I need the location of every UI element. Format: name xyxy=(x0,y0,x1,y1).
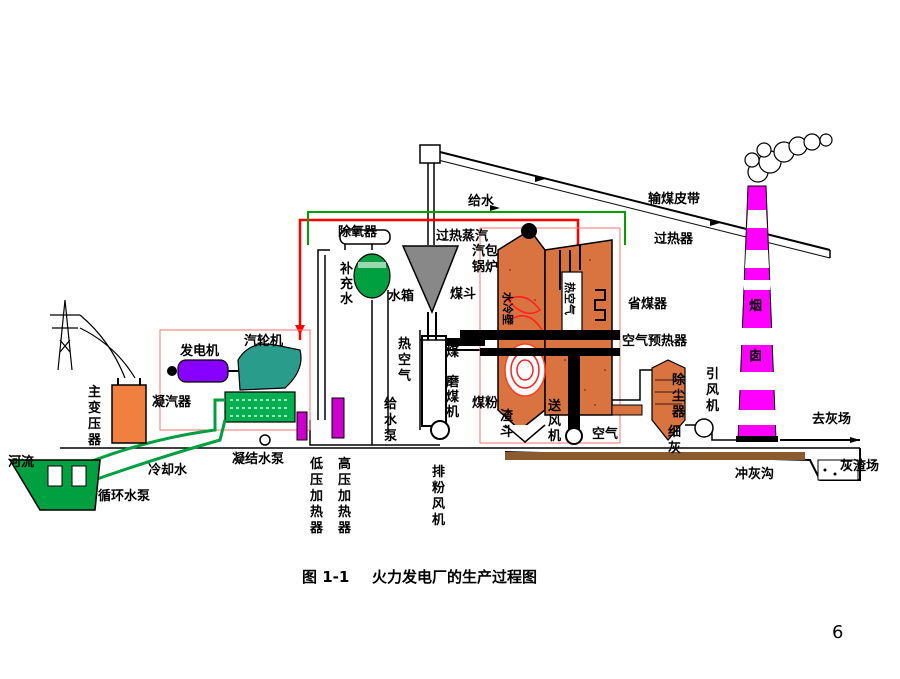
label-slag-1: 渣 xyxy=(500,408,514,424)
label-main-transformer-2: 变 xyxy=(88,400,101,416)
turbine-hall-frame xyxy=(159,329,311,431)
label-superheated-steam: 过热蒸汽 xyxy=(436,228,488,244)
main-transformer xyxy=(111,378,147,444)
label-id-fan-1: 引 xyxy=(706,367,719,382)
generator xyxy=(167,359,238,383)
feedwater-line xyxy=(307,205,626,245)
label-circ-pump: 循环水泵 xyxy=(98,488,150,504)
label-generator: 发电机 xyxy=(179,343,219,359)
lp-heater xyxy=(296,411,308,441)
label-fd-fan-2: 风 xyxy=(548,414,561,429)
label-main-transformer-3: 压 xyxy=(88,417,101,432)
label-hp-heater-4: 热 xyxy=(338,504,351,520)
label-coal-hopper: 煤斗 xyxy=(450,286,476,302)
label-ash-yard: 灰渣场 xyxy=(840,458,879,474)
label-lp-heater-1: 低 xyxy=(309,456,323,472)
caption-figure-number: 图 1-1 xyxy=(302,568,349,586)
label-exhauster-3: 风 xyxy=(432,497,445,512)
fan-icon xyxy=(565,427,583,445)
turbine xyxy=(237,343,302,391)
ash-channel xyxy=(504,437,861,481)
label-cooling-water: 冷却水 xyxy=(148,462,188,478)
label-ash-channel: 冲灰沟 xyxy=(735,466,774,482)
label-lp-heater-4: 热 xyxy=(310,504,323,520)
label-precipitator-1: 除 xyxy=(672,372,686,388)
label-hp-heater-5: 器 xyxy=(337,521,352,536)
label-boiler: 锅炉 xyxy=(472,259,498,275)
id-fan xyxy=(685,418,736,441)
label-hot-air-3: 气 xyxy=(398,368,411,384)
label-deaerator: 除氧器 xyxy=(338,224,378,240)
label-slag-2: 斗 xyxy=(500,425,513,440)
label-fd-fan-1: 送 xyxy=(547,398,562,414)
label-exhauster-1: 排 xyxy=(432,464,445,480)
label-feed-pump-2: 水 xyxy=(384,412,398,428)
label-exhauster-2: 粉 xyxy=(432,480,445,496)
label-air: 空气 xyxy=(592,426,618,442)
label-makeup-water-1: 补 xyxy=(339,261,353,277)
label-economizer: 省煤器 xyxy=(627,296,668,312)
label-precipitator-3: 器 xyxy=(671,405,686,420)
coal-mill xyxy=(421,335,480,440)
label-lp-heater-3: 加 xyxy=(309,489,323,504)
smoke-icon xyxy=(744,133,833,183)
transmission-tower xyxy=(50,299,136,379)
chimney xyxy=(736,133,833,442)
flame-icon xyxy=(504,295,546,397)
label-exhauster-4: 机 xyxy=(432,512,445,528)
label-main-transformer-1: 主 xyxy=(88,384,101,400)
label-coal: 煤 xyxy=(446,344,459,360)
label-pulverized-coal: 煤粉 xyxy=(472,395,498,411)
label-mill-1: 磨 xyxy=(446,374,459,390)
hp-heater xyxy=(331,397,345,439)
label-feedwater: 给水 xyxy=(468,193,495,209)
label-makeup-water-2: 充 xyxy=(340,276,353,292)
label-chimney-1: 烟 xyxy=(749,299,762,314)
boiler xyxy=(445,223,621,445)
label-main-transformer-4: 器 xyxy=(87,433,102,448)
label-hp-heater-2: 压 xyxy=(338,473,351,488)
label-turbine: 汽轮机 xyxy=(244,333,283,349)
condenser xyxy=(224,391,296,446)
label-hp-heater-1: 高 xyxy=(338,456,351,472)
label-precipitator-2: 尘 xyxy=(672,388,685,404)
precipitator xyxy=(651,359,686,441)
label-drum: 汽包 xyxy=(472,243,498,259)
label-fly-ash-1: 细 xyxy=(668,424,681,440)
label-air-preheater: 空气预热器 xyxy=(622,333,688,349)
label-id-fan-3: 机 xyxy=(706,398,719,414)
label-chimney-2: 囱 xyxy=(749,348,762,364)
label-fd-fan-3: 机 xyxy=(548,428,561,444)
label-water-tank: 水箱 xyxy=(388,288,414,304)
label-makeup-water-3: 水 xyxy=(340,291,354,307)
label-id-fan-2: 风 xyxy=(706,383,719,398)
label-lp-heater-5: 器 xyxy=(309,521,324,536)
label-superheater: 过热器 xyxy=(654,231,694,247)
page-number: 6 xyxy=(832,622,843,643)
label-feed-pump-3: 泵 xyxy=(384,429,397,444)
label-lp-heater-2: 压 xyxy=(310,473,323,488)
label-hot-air-box: 热空气 xyxy=(563,282,577,315)
river xyxy=(8,459,101,511)
label-hot-air-2: 空 xyxy=(398,352,411,368)
label-hp-heater-3: 加 xyxy=(337,489,351,504)
drum-icon xyxy=(521,223,537,239)
label-river: 河流 xyxy=(8,454,34,470)
label-hot-air-1: 热 xyxy=(398,336,411,352)
label-mill-3: 机 xyxy=(446,404,459,420)
label-feed-pump-1: 给 xyxy=(384,396,397,412)
deaerator xyxy=(339,229,391,245)
label-condenser: 凝汽器 xyxy=(152,394,192,410)
label-mill-2: 煤 xyxy=(446,389,459,405)
label-coal-belt: 输煤皮带 xyxy=(648,191,700,207)
label-to-ash-yard: 去灰场 xyxy=(812,411,851,427)
label-water-wall: 水冷壁 xyxy=(501,292,515,325)
caption-title: 火力发电厂的生产过程图 xyxy=(372,568,537,586)
label-condensate-pump: 凝结水泵 xyxy=(232,451,284,467)
water-tank xyxy=(353,253,391,299)
label-fly-ash-2: 灰 xyxy=(668,440,681,456)
